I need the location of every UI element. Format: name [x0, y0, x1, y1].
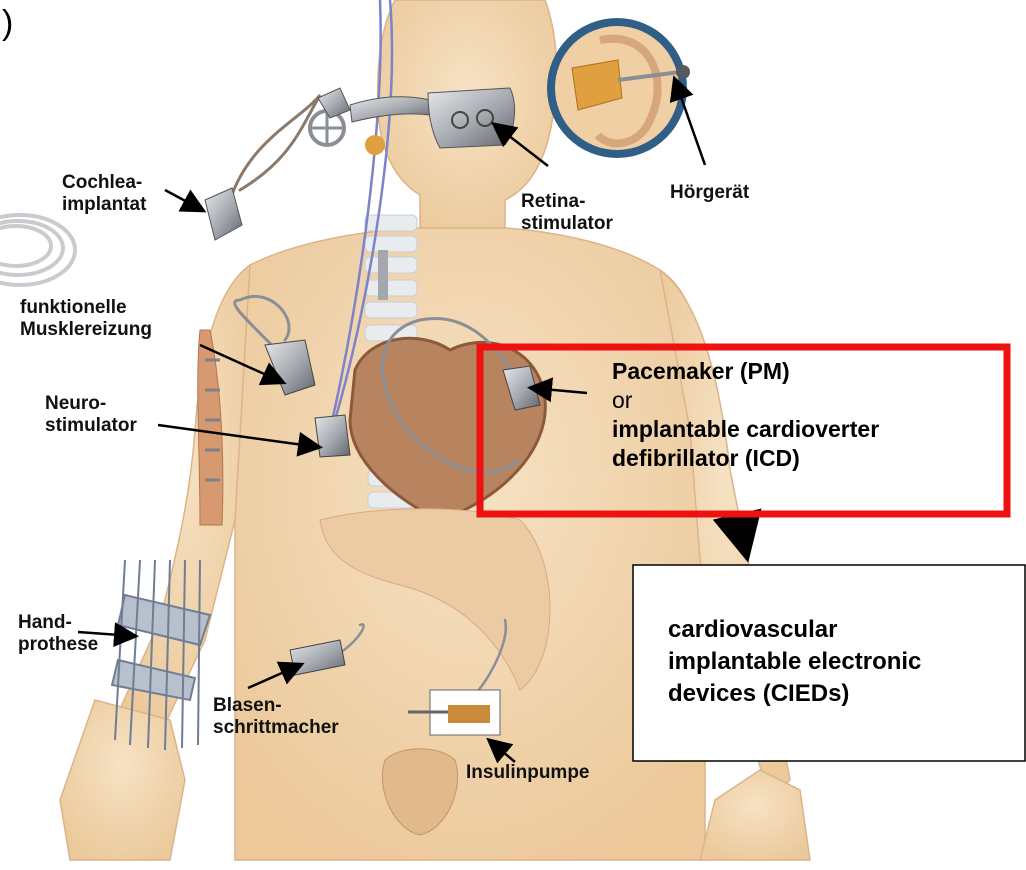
icd-label-line2: defibrillator (ICD): [612, 444, 879, 473]
cied-line3: devices (CIEDs): [668, 678, 921, 710]
label-insulin: Insulinpumpe: [466, 762, 590, 784]
wire-coil: [0, 215, 75, 285]
cied-line2: implantable electronic: [668, 646, 921, 678]
label-hand: Hand- prothese: [18, 612, 98, 656]
or-label: or: [612, 386, 879, 415]
label-neuro: Neuro- stimulator: [45, 393, 137, 437]
spinal-stimulator-lead: [378, 250, 388, 300]
cochlear-implant-device: [205, 111, 385, 240]
icd-label-line1: implantable cardioverter: [612, 415, 879, 444]
neurostimulator-device: [315, 415, 350, 457]
pm-label: Pacemaker (PM): [612, 357, 879, 386]
label-muskel: funktionelle Musklereizung: [20, 297, 152, 341]
label-blasen: Blasen- schrittmacher: [213, 695, 339, 739]
cied-line1: cardiovascular: [668, 614, 921, 646]
ear-inset: [547, 18, 690, 158]
label-cochlea: Cochlea- implantat: [62, 172, 146, 216]
cied-box-text: cardiovascular implantable electronic de…: [668, 614, 921, 710]
highlight-box-text: Pacemaker (PM) or implantable cardiovert…: [612, 357, 879, 473]
label-retina: Retina- stimulator: [521, 191, 613, 235]
label-hoergeraet: Hörgerät: [670, 182, 749, 204]
